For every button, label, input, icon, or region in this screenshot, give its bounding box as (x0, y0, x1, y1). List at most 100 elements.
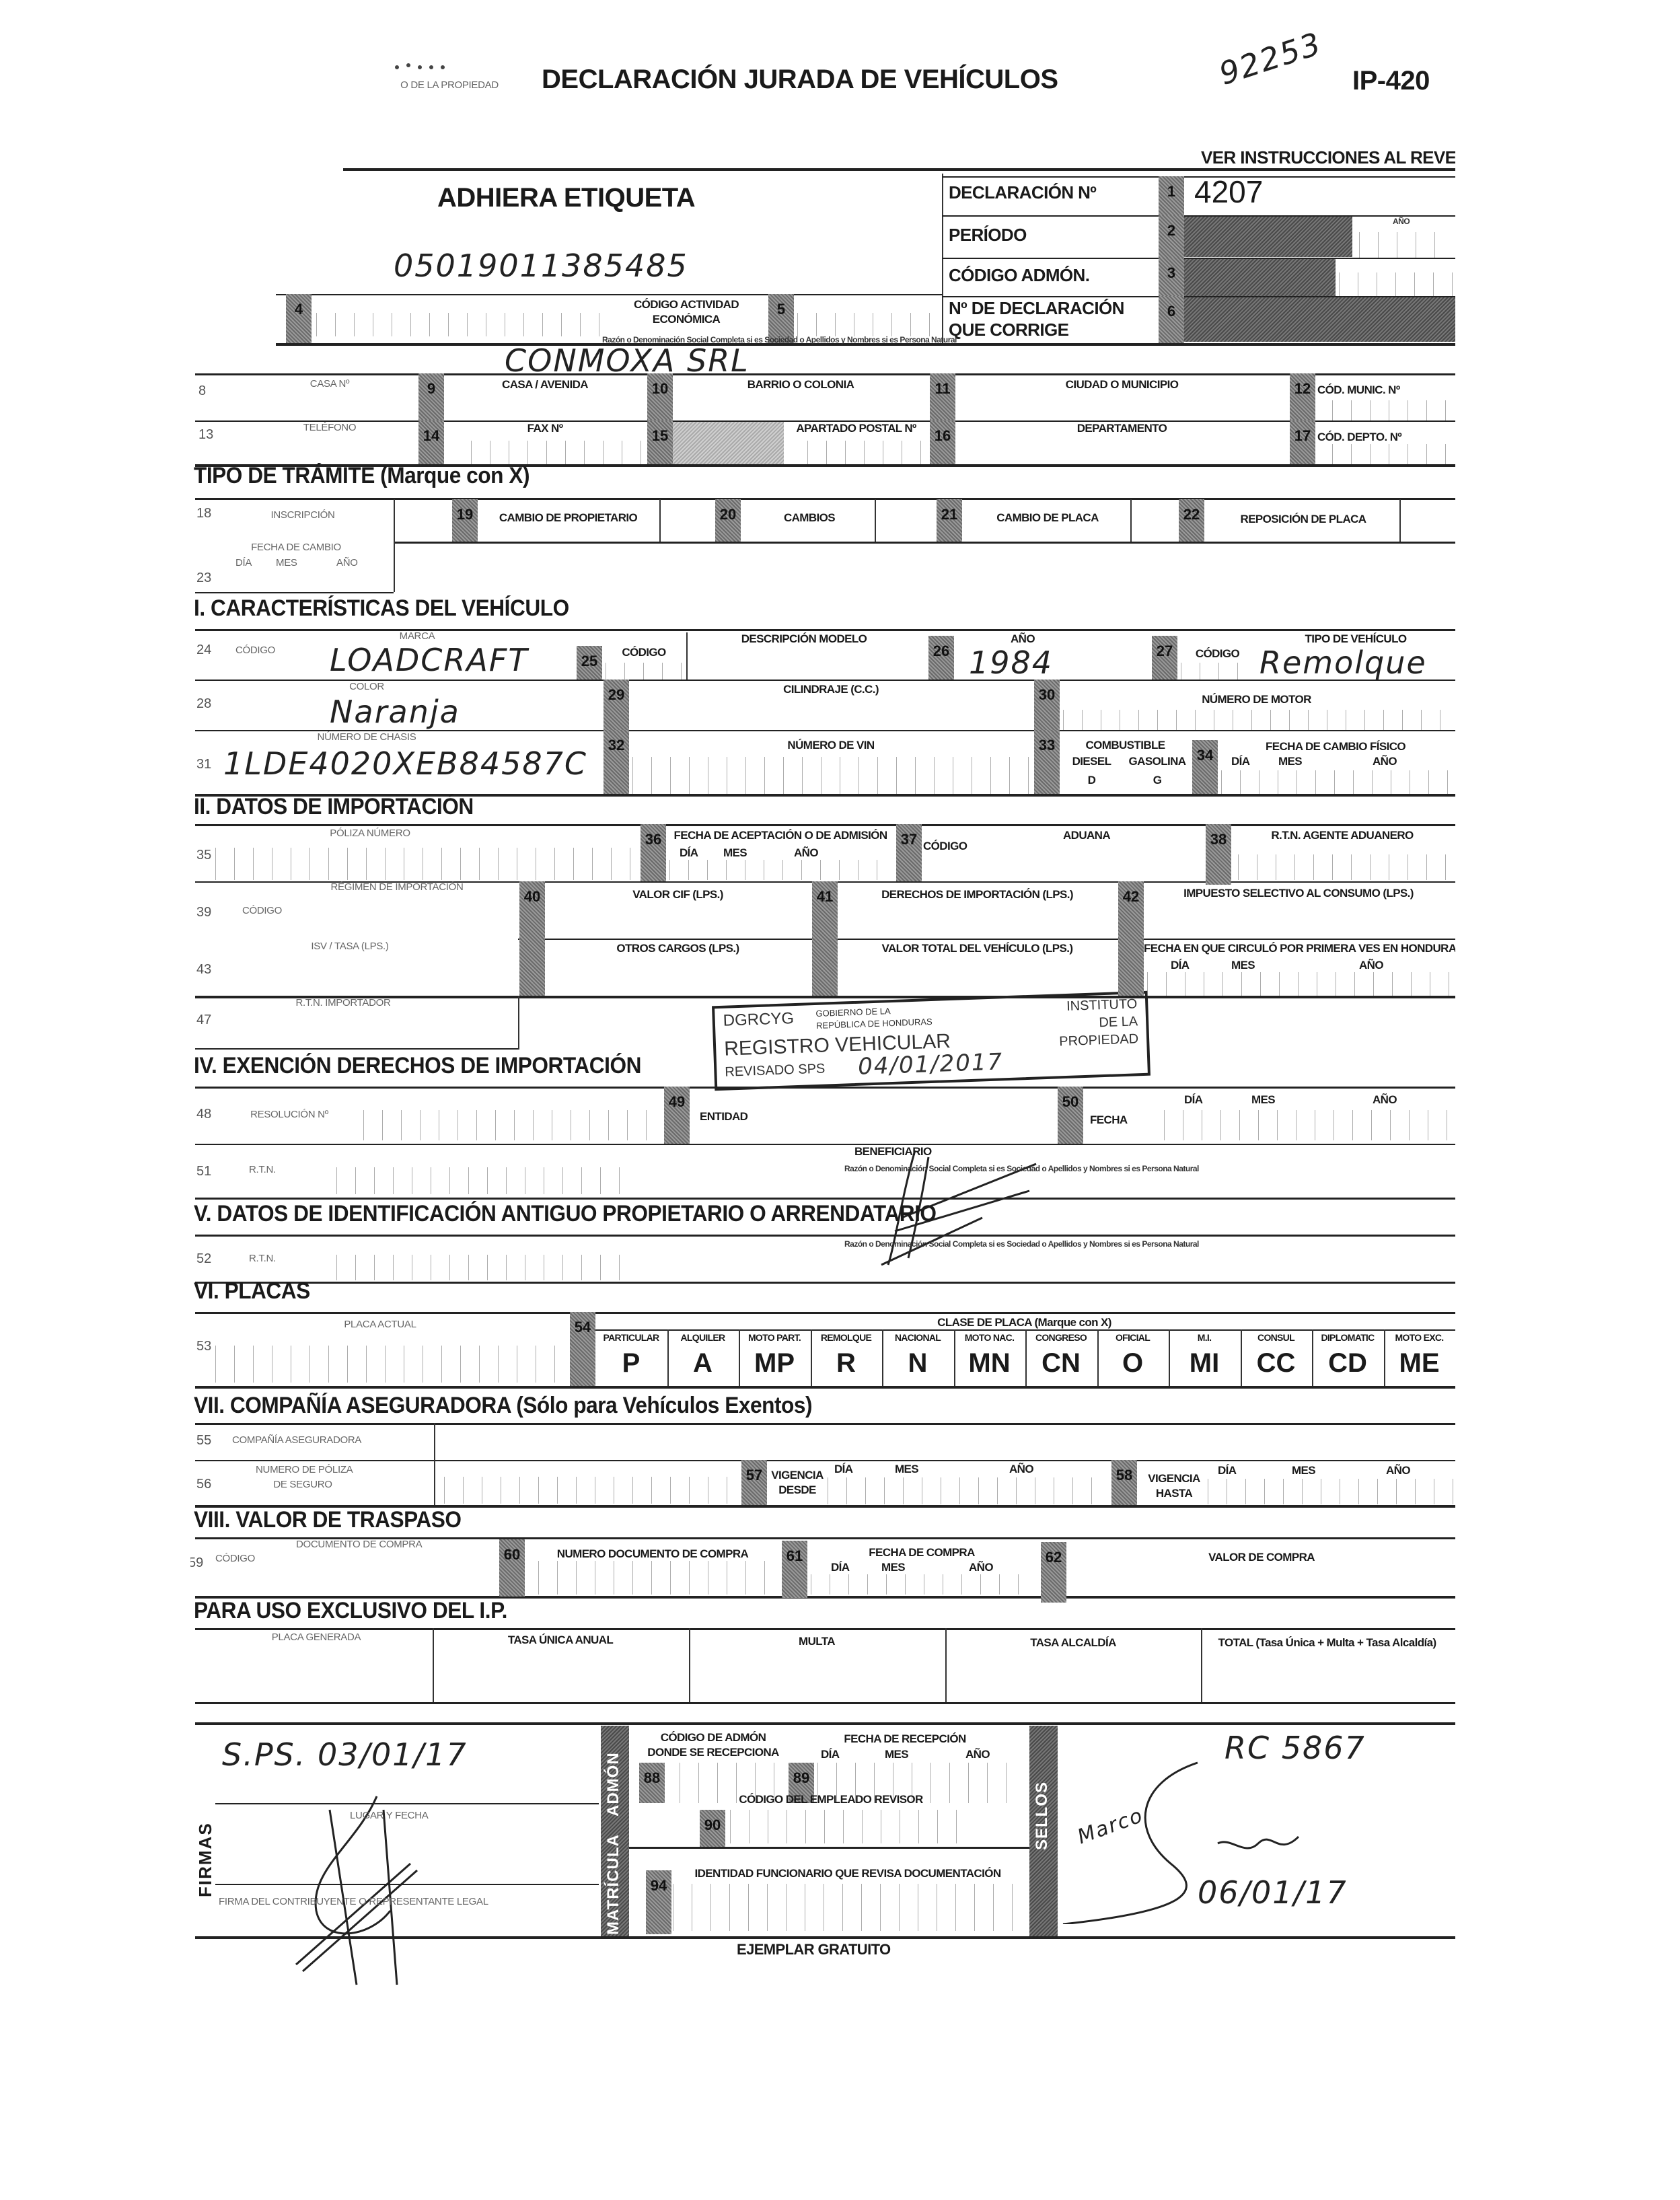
digit-cells[interactable] (1332, 400, 1453, 420)
address-ciudad: CIUDAD O MUNICIPIO (1065, 378, 1179, 391)
digit-cells[interactable] (316, 313, 606, 336)
divider (739, 1329, 740, 1386)
rule-line (195, 680, 1455, 681)
tramite-cambio-propietario: CAMBIO DE PROPIETARIO (499, 511, 638, 524)
purchase-year: AÑO (969, 1561, 994, 1574)
insurance-to-year: AÑO (1386, 1464, 1411, 1477)
exencion-heading: IV. EXENCIÓN DERECHOS DE IMPORTACIÓN (194, 1053, 641, 1078)
rule-line (195, 1198, 1455, 1200)
digit-cells[interactable] (363, 1110, 659, 1140)
placas-clase: CLASE DE PLACA (Marque con X) (937, 1316, 1111, 1329)
rule-line (942, 296, 1455, 297)
top-actividad-label-2: ECONÓMICA (652, 313, 721, 326)
address-departamento: DEPARTAMENTO (1076, 422, 1167, 435)
field-number-16: 16 (930, 420, 955, 464)
digit-cells[interactable] (1181, 663, 1255, 680)
field-number-6: 6 (1159, 296, 1184, 343)
digit-cells[interactable] (673, 1884, 1023, 1931)
vehiculo-marca-value: LOADCRAFT (330, 642, 529, 678)
rule-line (195, 996, 1455, 998)
digit-cells[interactable] (538, 1561, 777, 1594)
stamp-reviewed: REVISADO SPS (725, 1061, 826, 1080)
digit-cells[interactable] (817, 1763, 1019, 1803)
digit-cells[interactable] (1359, 232, 1453, 258)
top-corrige-label-1: Nº DE DECLARACIÓN (949, 298, 1124, 318)
digit-cells[interactable] (1208, 1479, 1453, 1504)
rule-line (942, 176, 1455, 178)
digit-cells[interactable] (215, 1346, 565, 1383)
plate-class-5-option[interactable]: MN (968, 1348, 1011, 1378)
digit-cells[interactable] (669, 860, 891, 880)
rule-line (215, 1884, 599, 1885)
digit-cells[interactable] (444, 1477, 733, 1504)
address-cod-depto: CÓD. DEPTO. Nº (1317, 431, 1402, 443)
digit-cells[interactable] (1339, 272, 1453, 296)
fields-f39: 39 (196, 905, 212, 920)
exencion-entidad: ENTIDAD (700, 1110, 748, 1123)
plate-class-3-option[interactable]: R (836, 1348, 856, 1378)
plate-class-2-option[interactable]: MP (754, 1348, 795, 1378)
importacion-codigo: CÓDIGO (923, 840, 967, 852)
field-number-19: 19 (452, 499, 478, 542)
footer-copy: EJEMPLAR GRATUITO (737, 1941, 891, 1958)
digit-cells[interactable] (1332, 444, 1453, 464)
importacion-aduana: ADUANA (1062, 829, 1111, 842)
plate-class-0-option[interactable]: P (622, 1348, 641, 1378)
divider (1169, 1329, 1170, 1386)
digit-cells[interactable] (606, 663, 686, 680)
header-instructions: VER INSTRUCCIONES AL REVERSO (1201, 147, 1493, 168)
firmas-sellos: SELLOS (1033, 1781, 1051, 1850)
plate-class-9-option[interactable]: CC (1256, 1348, 1296, 1378)
header-logo-text: O DE LA PROPIEDAD (400, 79, 499, 91)
digit-cells[interactable] (1238, 854, 1453, 880)
plate-class-10-option[interactable]: CD (1328, 1348, 1367, 1378)
field-number-90: 90 (700, 1810, 725, 1847)
digit-cells[interactable] (215, 848, 632, 880)
field-number-61: 61 (782, 1541, 807, 1598)
digit-cells[interactable] (1147, 972, 1453, 996)
plate-class-8-option[interactable]: MI (1189, 1348, 1220, 1378)
digit-cells[interactable] (336, 1255, 632, 1280)
uso-ip-heading: PARA USO EXCLUSIVO DEL I.P. (194, 1598, 507, 1623)
digit-cells[interactable] (811, 1574, 1033, 1594)
rule-line (276, 343, 1455, 346)
importacion-rtn-importador: R.T.N. IMPORTADOR (295, 997, 391, 1009)
field-number-49: 49 (664, 1087, 690, 1144)
digit-cells[interactable] (680, 1763, 780, 1803)
rule-line (195, 1087, 1455, 1089)
firmas-dia: DÍA (821, 1748, 840, 1761)
firmas-codigo-admon-1: CÓDIGO DE ADMÓN (660, 1731, 766, 1744)
rule-line (195, 1460, 1455, 1461)
plate-class-7-option[interactable]: O (1122, 1348, 1144, 1378)
digit-cells[interactable] (1164, 1110, 1453, 1140)
fields-f28: 28 (196, 696, 212, 711)
fields-f56: 56 (196, 1477, 212, 1492)
tramite-inscripcion: INSCRIPCIÓN (270, 509, 335, 521)
digit-cells[interactable] (471, 441, 643, 464)
importacion-regimen: RÉGIMEN DE IMPORTACIÓN (330, 881, 464, 893)
field-number-50: 50 (1058, 1087, 1083, 1144)
digit-cells[interactable] (730, 1810, 959, 1843)
top-codigo-admon-label: CÓDIGO ADMÓN. (949, 265, 1090, 285)
plate-class-4-option[interactable]: N (908, 1348, 928, 1378)
vehicle-change-year-label: AÑO (1373, 755, 1397, 768)
fields-f47: 47 (196, 1013, 212, 1027)
header-form-code: IP-420 (1352, 66, 1430, 96)
digit-cells[interactable] (1063, 710, 1453, 730)
importacion-tasa: ISV / TASA (LPS.) (311, 941, 389, 952)
plate-class-1-option[interactable]: A (693, 1348, 713, 1378)
divider (953, 1329, 955, 1386)
exencion-caption: Razón o Denominación Social Completa si … (844, 1164, 1199, 1173)
digit-cells[interactable] (1221, 770, 1453, 794)
rule-line (518, 939, 1455, 940)
digit-cells[interactable] (828, 1477, 1107, 1504)
plate-class-6-option[interactable]: CN (1042, 1348, 1081, 1378)
digit-cells[interactable] (797, 313, 939, 336)
digit-cells[interactable] (807, 441, 925, 464)
divider (394, 542, 395, 592)
rule-line (195, 629, 1455, 631)
digit-cells[interactable] (336, 1167, 632, 1194)
plate-class-11-option[interactable]: ME (1399, 1348, 1440, 1378)
digit-cells[interactable] (632, 757, 1029, 794)
fields-f43: 43 (196, 962, 212, 977)
